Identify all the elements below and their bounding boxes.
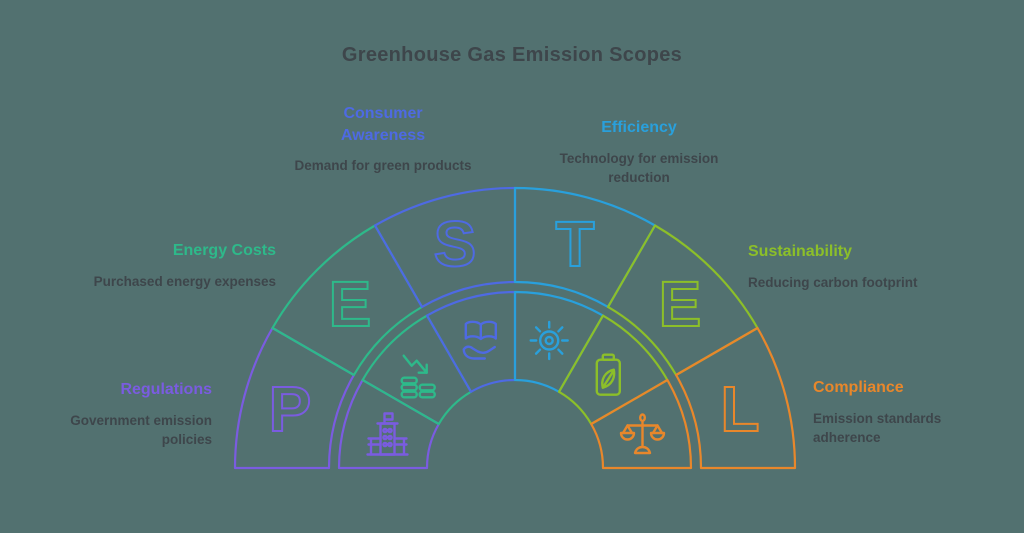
battery-leaf bbox=[601, 368, 616, 389]
label-sustainability: Sustainability Reducing carbon footprint bbox=[748, 241, 968, 292]
scales-base bbox=[633, 445, 652, 455]
outer-wedge-legal bbox=[675, 326, 797, 470]
building-window bbox=[387, 427, 393, 434]
inner-wedge-economic bbox=[361, 314, 473, 426]
building-window bbox=[382, 441, 388, 448]
label-compliance: Compliance Emission standards adherence bbox=[813, 377, 963, 448]
sun-rays bbox=[529, 320, 569, 361]
coin bbox=[418, 390, 436, 399]
coin bbox=[400, 390, 418, 399]
hand-palm bbox=[462, 348, 486, 360]
government-building-icon bbox=[366, 412, 409, 456]
sun-core bbox=[544, 335, 554, 346]
battery-body bbox=[595, 358, 621, 396]
label-efficiency: Efficiency Technology for emission reduc… bbox=[544, 117, 734, 188]
book-in-hand-icon bbox=[462, 320, 497, 360]
building-body bbox=[379, 422, 396, 456]
hand-fingers bbox=[462, 345, 496, 354]
coin bbox=[418, 383, 436, 392]
building-window bbox=[382, 434, 388, 441]
eco-battery-icon bbox=[595, 353, 621, 396]
label-energy-costs-title: Energy Costs bbox=[172, 242, 276, 259]
inner-wedge-social bbox=[425, 290, 517, 393]
open-book bbox=[464, 320, 497, 341]
label-consumer-awareness: Consumer Awareness Demand for green prod… bbox=[288, 103, 478, 176]
label-regulations: Regulations Government emission policies bbox=[42, 379, 212, 450]
label-efficiency-title: Efficiency bbox=[601, 119, 677, 136]
scales-right-pan bbox=[649, 431, 666, 441]
coin bbox=[400, 376, 418, 385]
label-sustainability-desc: Reducing carbon footprint bbox=[748, 274, 918, 290]
building-window bbox=[382, 427, 388, 434]
letter-l: L bbox=[720, 373, 759, 445]
sun-disc bbox=[539, 330, 560, 351]
letter-t: T bbox=[555, 208, 594, 280]
label-compliance-title: Compliance bbox=[813, 379, 904, 396]
scales-right-hanger bbox=[651, 424, 664, 435]
decline-arrow bbox=[402, 354, 428, 374]
building-right-wing bbox=[393, 437, 408, 456]
letter-p: P bbox=[269, 373, 312, 445]
coin bbox=[400, 383, 418, 392]
label-regulations-title: Regulations bbox=[120, 381, 212, 398]
label-energy-costs: Energy Costs Purchased energy expenses bbox=[56, 240, 276, 291]
building-window bbox=[387, 441, 393, 448]
letter-e-environmental: E bbox=[659, 268, 702, 340]
label-sustainability-title: Sustainability bbox=[748, 243, 853, 260]
label-compliance-desc: Emission standards adherence bbox=[813, 410, 942, 446]
letter-s: S bbox=[434, 208, 477, 280]
declining-coins-icon bbox=[400, 354, 436, 399]
label-consumer-awareness-title: Consumer Awareness bbox=[340, 105, 426, 144]
building-flag bbox=[383, 412, 394, 425]
inner-wedge-legal bbox=[590, 378, 693, 470]
decline-arrowhead bbox=[417, 363, 428, 374]
label-regulations-desc: Government emission policies bbox=[70, 412, 212, 448]
sun-icon bbox=[529, 320, 569, 361]
letter-e-economic: E bbox=[329, 268, 372, 340]
scales-left-pan bbox=[619, 431, 636, 441]
building-window bbox=[387, 434, 393, 441]
justice-scales-icon bbox=[619, 413, 666, 455]
label-consumer-awareness-desc: Demand for green products bbox=[294, 158, 472, 174]
building-left-wing bbox=[367, 437, 382, 456]
label-energy-costs-desc: Purchased energy expenses bbox=[93, 273, 276, 289]
page-title: Greenhouse Gas Emission Scopes bbox=[341, 44, 683, 66]
label-efficiency-desc: Technology for emission reduction bbox=[559, 150, 719, 186]
scales-left-hanger bbox=[621, 424, 634, 435]
